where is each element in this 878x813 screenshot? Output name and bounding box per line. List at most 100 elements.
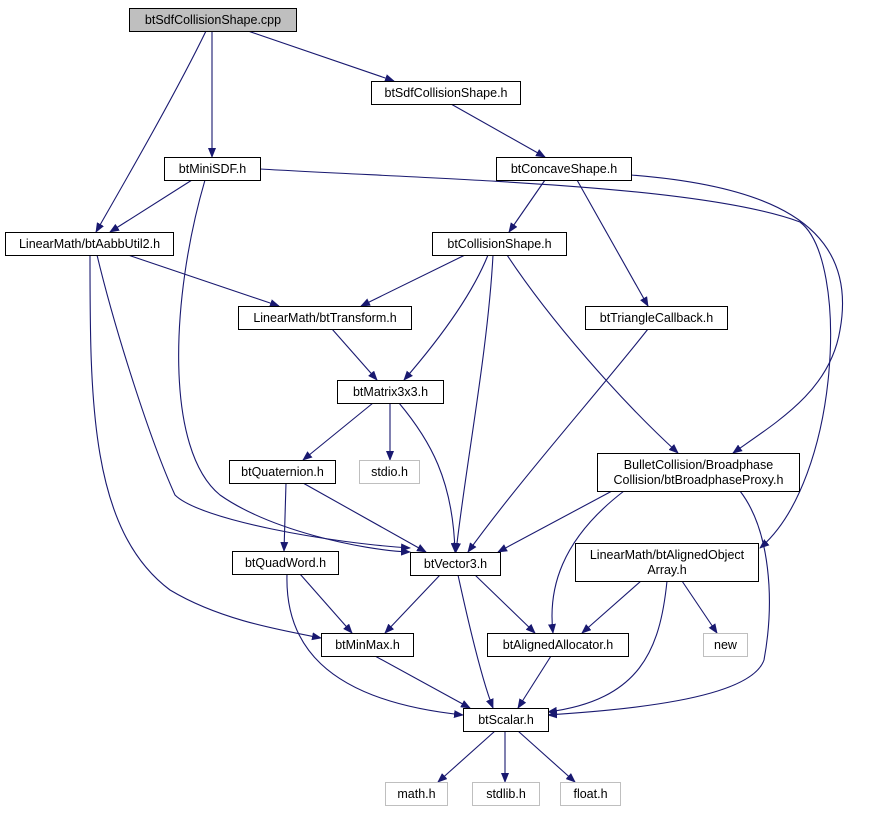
node-label: stdio.h — [371, 465, 408, 479]
edge-alloc-to-scalar — [517, 655, 552, 709]
node-box — [472, 782, 540, 806]
edge-collision-to-transform — [360, 254, 466, 307]
edge-matrix-to-quat — [302, 402, 374, 461]
node-minisdf[interactable]: btMiniSDF.h — [164, 157, 261, 181]
edge-quadword-to-scalar — [286, 573, 464, 719]
edge-concave-to-collision — [508, 179, 546, 233]
edge-proxy-to-scalar — [547, 490, 770, 719]
edge-alignedarr-to-alloc — [581, 580, 642, 634]
node-stdio: stdio.h — [359, 460, 420, 484]
edge-minisdf-to-alignedarr — [259, 168, 832, 549]
node-proxy[interactable]: BulletCollision/BroadphaseCollision/btBr… — [597, 453, 800, 492]
edge-collision-to-proxy — [506, 254, 679, 454]
node-quadword[interactable]: btQuadWord.h — [232, 551, 339, 575]
node-label: btVector3.h — [424, 557, 487, 571]
node-box — [321, 633, 414, 657]
node-box — [597, 453, 800, 492]
node-matrix[interactable]: btMatrix3x3.h — [337, 380, 444, 404]
node-tricb[interactable]: btTriangleCallback.h — [585, 306, 728, 330]
edge-vector-to-scalar — [457, 574, 494, 709]
node-minmax[interactable]: btMinMax.h — [321, 633, 414, 657]
node-label: btSdfCollisionShape.cpp — [145, 13, 281, 27]
node-label: btMinMax.h — [335, 638, 400, 652]
edge-alignedarr-to-scalar — [547, 580, 668, 715]
node-label: new — [714, 638, 738, 652]
node-box — [129, 8, 297, 32]
edge-root-to-aabb — [95, 30, 207, 233]
node-label: btConcaveShape.h — [511, 162, 617, 176]
node-box — [164, 157, 261, 181]
node-box — [229, 460, 336, 484]
node-label: btCollisionShape.h — [447, 237, 551, 251]
edge-collision-to-matrix — [403, 254, 489, 381]
edge-collision-to-vector — [453, 254, 494, 553]
node-box — [410, 552, 501, 576]
node-label: btQuaternion.h — [241, 465, 324, 479]
edge-sdfh-to-concave — [450, 103, 546, 158]
node-label: LinearMath/btTransform.h — [253, 311, 396, 325]
node-quat[interactable]: btQuaternion.h — [229, 460, 336, 484]
node-collision[interactable]: btCollisionShape.h — [432, 232, 567, 256]
node-scalar[interactable]: btScalar.h — [463, 708, 549, 732]
node-box — [337, 380, 444, 404]
node-box — [359, 460, 420, 484]
node-label: btMatrix3x3.h — [353, 385, 428, 399]
node-label: btAlignedAllocator.h — [503, 638, 614, 652]
edge-aabb-to-vector — [96, 254, 411, 552]
node-label: Collision/btBroadphaseProxy.h — [613, 473, 783, 487]
node-label: LinearMath/btAabbUtil2.h — [19, 237, 160, 251]
edge-scalar-to-float — [517, 730, 576, 783]
node-box — [560, 782, 621, 806]
node-box — [487, 633, 629, 657]
edge-quadword-to-minmax — [299, 573, 353, 634]
node-stdlib: stdlib.h — [472, 782, 540, 806]
node-root[interactable]: btSdfCollisionShape.cpp — [129, 8, 297, 32]
node-label: btTriangleCallback.h — [600, 311, 714, 325]
edge-matrix-to-vector — [398, 402, 459, 553]
node-alloc[interactable]: btAlignedAllocator.h — [487, 633, 629, 657]
node-aabb[interactable]: LinearMath/btAabbUtil2.h — [5, 232, 174, 256]
node-label: float.h — [573, 787, 607, 801]
edge-quat-to-quadword — [280, 482, 289, 552]
node-label: btMiniSDF.h — [179, 162, 246, 176]
edge-proxy-to-alloc — [547, 490, 625, 634]
edge-aabb-to-transform — [127, 254, 280, 307]
node-label: btQuadWord.h — [245, 556, 326, 570]
edge-minmax-to-scalar — [374, 655, 471, 709]
node-label: btSdfCollisionShape.h — [385, 86, 508, 100]
node-vector[interactable]: btVector3.h — [410, 552, 501, 576]
node-label: stdlib.h — [486, 787, 526, 801]
node-box — [585, 306, 728, 330]
edge-vector-to-alloc — [474, 574, 536, 634]
edge-quat-to-vector — [302, 482, 427, 553]
edge-concave-to-tricb — [576, 179, 649, 307]
node-label: BulletCollision/Broadphase — [624, 458, 773, 472]
edge-concave-to-proxy — [630, 174, 843, 454]
edge-alignedarr-to-new — [681, 580, 718, 634]
edge-minisdf-to-aabb — [109, 179, 193, 233]
node-label: LinearMath/btAlignedObject — [590, 548, 745, 562]
node-box — [232, 551, 339, 575]
edge-scalar-to-math — [437, 730, 496, 783]
node-box — [575, 543, 759, 582]
edge-vector-to-minmax — [384, 574, 441, 634]
node-box — [385, 782, 448, 806]
node-new: new — [703, 633, 748, 657]
node-label: Array.h — [647, 563, 686, 577]
edge-tricb-to-vector — [467, 328, 649, 553]
node-box — [496, 157, 632, 181]
edge-transform-to-matrix — [331, 328, 378, 381]
edge-aabb-to-minmax — [89, 254, 322, 641]
node-transform[interactable]: LinearMath/btTransform.h — [238, 306, 412, 330]
node-box — [5, 232, 174, 256]
node-sdfh[interactable]: btSdfCollisionShape.h — [371, 81, 521, 105]
node-concave[interactable]: btConcaveShape.h — [496, 157, 632, 181]
node-box — [432, 232, 567, 256]
node-box — [463, 708, 549, 732]
node-box — [238, 306, 412, 330]
node-label: btScalar.h — [478, 713, 534, 727]
node-label: math.h — [397, 787, 435, 801]
node-float: float.h — [560, 782, 621, 806]
